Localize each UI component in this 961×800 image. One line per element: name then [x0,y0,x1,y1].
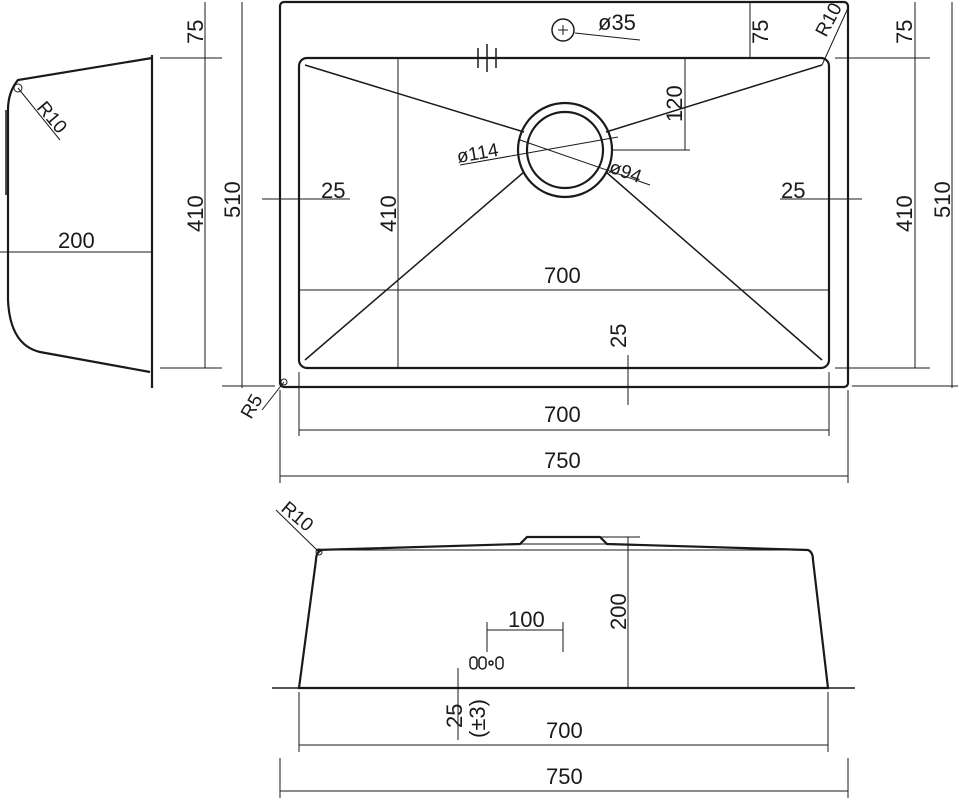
outer-750-label: 750 [544,448,581,473]
drain-d114-leader [459,136,619,166]
side-view-radius-marker [13,83,23,93]
drain-d94-label: ø94 [606,157,644,188]
bottom-flange-label: 25 [606,324,631,348]
right-top-offset-label: 75 [892,20,917,44]
front-depth-label: 200 [606,593,631,630]
top-view-width-dimensions: 700 750 [279,372,849,483]
outer-corner-radius-label: R5 [237,391,267,423]
side-view-radius-leader [17,87,61,141]
side-view-radius-label: R10 [32,98,70,138]
right-inner-height-label: 410 [892,195,917,232]
overflow-diameter-label: ø35 [598,10,636,35]
left-inner-height-label: 410 [183,195,208,232]
top-offset-label: 75 [748,20,773,44]
drain-outer-circle [516,101,614,199]
front-radius-marker [315,548,323,556]
drain-d114-label: ø114 [455,140,500,168]
overflow-hole [551,18,575,42]
right-height-dimensions: 75 410 510 [835,2,958,388]
side-view-depth-label: 200 [58,228,95,253]
inner-height-label: 410 [376,195,401,232]
outer-700-label: 700 [544,402,581,427]
left-flange-label: 25 [321,178,345,203]
right-flange-label: 25 [781,178,805,203]
corner-radius-leader [821,7,849,66]
drain-offset-label: 120 [662,85,687,122]
slope-line-bl [304,171,525,361]
corner-radius-label: R10 [812,0,847,40]
front-view-width-dimensions: 700 750 [279,692,849,798]
overflow-height-label: 25 [442,704,467,728]
top-view: ø114 ø94 120 ø35 75 R10 25 25 410 [237,0,862,423]
left-top-offset-label: 75 [183,20,208,44]
front-700-label: 700 [546,718,583,743]
right-outer-height-label: 510 [930,181,955,218]
outer-corner-leader [261,381,285,411]
slope-line-tl [304,64,525,133]
faucet-mark-icon [470,44,505,72]
front-radius-label: R10 [277,498,317,536]
drain-d94-leader [519,139,651,186]
overflow-height-tolerance: (±3) [465,699,490,738]
inner-width-label: 700 [544,263,581,288]
front-view: R10 200 100 25 (±3) [272,498,855,740]
slope-line-tr [605,64,823,133]
overflow-spacing-label: 100 [508,607,545,632]
overflow-leader [574,32,641,41]
front-view-bowl-outline [297,535,830,690]
slope-line-br [605,171,823,361]
top-view-bowl [297,56,831,370]
front-750-label: 750 [546,764,583,789]
side-view: 200 R10 [0,55,154,388]
drain-inner-circle [525,110,605,190]
overflow-slots-icon [469,656,504,670]
outer-corner-marker [280,378,288,386]
left-height-dimensions: 75 410 510 [160,2,275,388]
left-outer-height-label: 510 [220,181,245,218]
front-radius-leader [275,509,320,553]
side-view-bowl-outline [6,56,153,374]
top-view-outer-rim [278,0,850,389]
